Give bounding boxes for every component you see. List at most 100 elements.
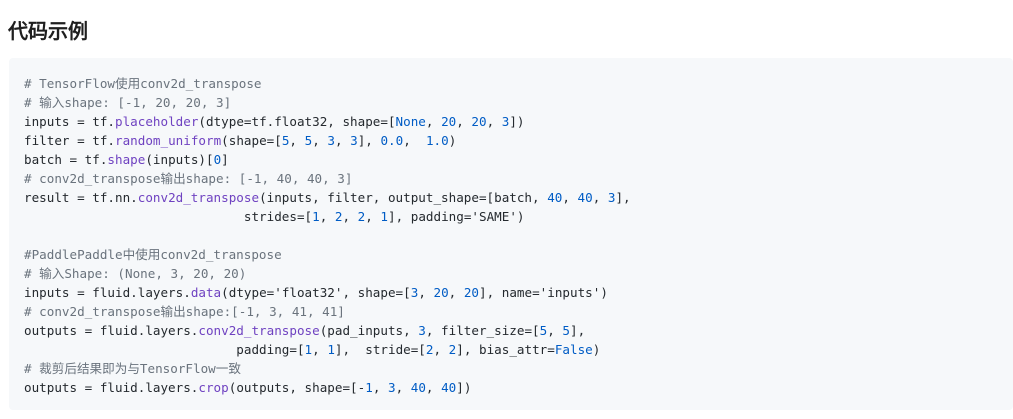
- section-title: 代码示例: [8, 19, 88, 43]
- code-token-comment: # TensorFlow使用conv2d_transpose: [24, 76, 262, 91]
- code-token-plain: (shape=[: [221, 133, 282, 148]
- code-token-plain: outputs = fluid.layers.: [24, 323, 199, 338]
- code-token-number: 5: [562, 323, 570, 338]
- code-token-plain: ],: [569, 323, 586, 338]
- code-token-plain: ], name='inputs'): [479, 285, 608, 300]
- code-token-number: 0: [213, 152, 222, 167]
- code-token-plain: outputs = fluid.layers.: [24, 380, 199, 395]
- code-token-number: 20: [441, 114, 457, 129]
- code-token-comment: # conv2d_transpose输出shape: [-1, 40, 40, …: [24, 171, 353, 186]
- code-token-comment: # 输入Shape: (None, 3, 20, 20): [24, 266, 247, 281]
- code-token-number: 0.0: [380, 133, 404, 148]
- code-token-plain: ]): [456, 380, 472, 395]
- code-token-func: conv2d_transpose: [137, 190, 260, 205]
- code-token-plain: (pad_inputs,: [319, 323, 419, 338]
- code-token-number: 2: [448, 342, 457, 357]
- code-token-number: 2: [425, 342, 434, 357]
- code-token-plain: ): [592, 342, 601, 357]
- code-line: [24, 226, 1013, 245]
- code-token-number: 1: [380, 209, 389, 224]
- code-token-number: 3: [387, 380, 396, 395]
- code-line: # 输入shape: [-1, 20, 20, 3]: [24, 93, 1013, 112]
- code-token-func: random_uniform: [115, 133, 222, 148]
- code-token-comment: # 输入shape: [-1, 20, 20, 3]: [24, 95, 232, 110]
- code-token-number: 5: [539, 323, 548, 338]
- code-token-plain: ,: [372, 380, 388, 395]
- code-token-func: placeholder: [115, 114, 199, 129]
- code-line: inputs = tf.placeholder(dtype=tf.float32…: [24, 112, 1013, 131]
- code-block: # TensorFlow使用conv2d_transpose # 输入shape:…: [9, 58, 1013, 410]
- code-token-func: crop: [198, 380, 229, 395]
- code-token-plain: , filter_size=[: [425, 323, 540, 338]
- code-token-comment: #PaddlePaddle中使用conv2d_transpose: [24, 247, 282, 262]
- code-token-plain: ,: [425, 380, 442, 395]
- code-token-number: 20: [433, 285, 449, 300]
- code-token-comment: # 裁剪后结果即为与TensorFlow一致: [24, 361, 241, 376]
- code-line: outputs = fluid.layers.conv2d_transpose(…: [24, 321, 1013, 340]
- code-token-plain: ,: [562, 190, 578, 205]
- code-token-number: 5: [281, 133, 290, 148]
- code-token-number: 2: [357, 209, 366, 224]
- code-token-number: 40: [547, 190, 563, 205]
- code-token-plain: ,: [486, 114, 502, 129]
- code-token-number: 1: [365, 380, 373, 395]
- code-token-plain: ,: [312, 342, 328, 357]
- code-token-plain: ): [448, 133, 457, 148]
- code-token-plain: ,: [456, 114, 472, 129]
- code-token-plain: ], stride=[: [334, 342, 426, 357]
- code-token-number: 1: [304, 342, 313, 357]
- code-token-plain: ], bias_attr=: [456, 342, 555, 357]
- code-token-number: 40: [577, 190, 593, 205]
- code-token-number: 1: [327, 342, 335, 357]
- code-lines: # TensorFlow使用conv2d_transpose # 输入shape:…: [24, 74, 1013, 397]
- code-line: filter = tf.random_uniform(shape=[5, 5, …: [24, 131, 1013, 150]
- code-token-number: 3: [350, 133, 358, 148]
- code-token-func: shape: [107, 152, 146, 167]
- code-token-comment: # conv2d_transpose输出shape:[-1, 3, 41, 41…: [24, 304, 345, 319]
- code-line: strides=[1, 2, 2, 1], padding='SAME'): [24, 207, 1013, 226]
- code-token-plain: ,: [342, 209, 358, 224]
- code-token-plain: ,: [592, 190, 608, 205]
- code-token-func: data: [190, 285, 222, 300]
- code-token-plain: ], padding='SAME'): [388, 209, 525, 224]
- code-line: padding=[1, 1], stride=[2, 2], bias_attr…: [24, 340, 1013, 359]
- code-token-number: 40: [441, 380, 457, 395]
- code-token-number: 3: [607, 190, 616, 205]
- code-token-plain: ,: [365, 209, 381, 224]
- code-token-plain: filter = tf.: [24, 133, 115, 148]
- code-token-number: 3: [418, 323, 426, 338]
- code-line: # 裁剪后结果即为与TensorFlow一致: [24, 359, 1013, 378]
- code-line: # conv2d_transpose输出shape:[-1, 3, 41, 41…: [24, 302, 1013, 321]
- code-token-number: 3: [327, 133, 335, 148]
- code-token-plain: ,: [395, 380, 411, 395]
- code-token-plain: ,: [319, 209, 335, 224]
- code-token-plain: ,: [425, 114, 442, 129]
- code-token-plain: strides=[: [24, 209, 313, 224]
- code-line: # conv2d_transpose输出shape: [-1, 40, 40, …: [24, 169, 1013, 188]
- code-token-plain: padding=[: [24, 342, 305, 357]
- code-token-plain: ,: [312, 133, 328, 148]
- code-token-plain: ,: [418, 285, 434, 300]
- code-token-plain: result = tf.nn.: [24, 190, 138, 205]
- code-line: #PaddlePaddle中使用conv2d_transpose: [24, 245, 1013, 264]
- code-token-plain: ,: [403, 133, 426, 148]
- code-line: # 输入Shape: (None, 3, 20, 20): [24, 264, 1013, 283]
- code-token-plain: inputs = fluid.layers.: [24, 285, 191, 300]
- code-token-number: 2: [334, 209, 343, 224]
- code-token-plain: ,: [289, 133, 305, 148]
- code-line: # TensorFlow使用conv2d_transpose: [24, 74, 1013, 93]
- code-token-plain: ,: [433, 342, 449, 357]
- code-line: result = tf.nn.conv2d_transpose(inputs, …: [24, 188, 1013, 207]
- code-token-number: 3: [410, 285, 419, 300]
- code-token-plain: ],: [357, 133, 381, 148]
- code-token-plain: batch = tf.: [24, 152, 108, 167]
- code-token-plain: (inputs, filter, output_shape=[batch,: [259, 190, 548, 205]
- code-token-number: 3: [501, 114, 510, 129]
- code-token-plain: ],: [615, 190, 631, 205]
- code-line: batch = tf.shape(inputs)[0]: [24, 150, 1013, 169]
- code-token-func: conv2d_transpose: [198, 323, 320, 338]
- code-token-number: 40: [410, 380, 426, 395]
- code-token-plain: (dtype='float32', shape=[: [221, 285, 411, 300]
- code-token-number: 1.0: [425, 133, 449, 148]
- code-token-plain: (inputs)[: [145, 152, 214, 167]
